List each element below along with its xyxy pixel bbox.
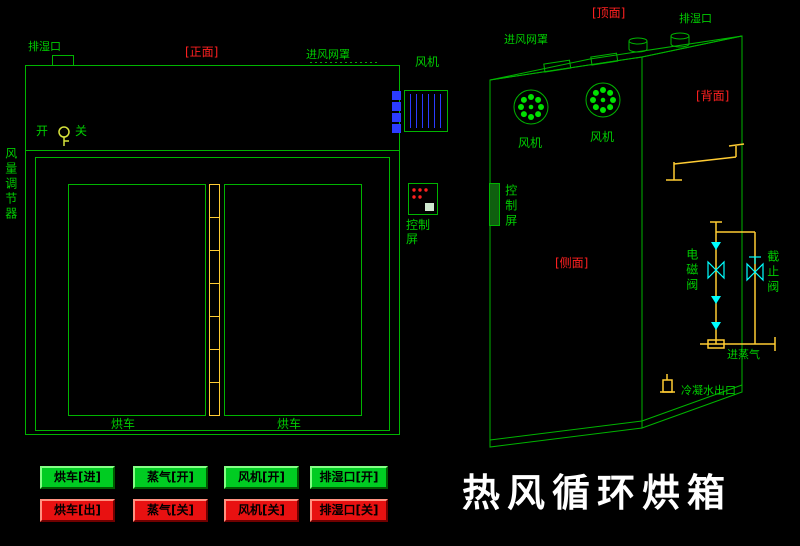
- steam-inlet-label: 进蒸气: [727, 348, 760, 361]
- persp-fan-left-label: 风机: [518, 136, 543, 150]
- fan-mount-blocks: [392, 91, 401, 133]
- top-face-label: [顶面]: [592, 6, 626, 20]
- persp-fan-right-label: 风机: [590, 130, 615, 144]
- stop-valve-icon: [746, 256, 764, 282]
- exhaust-vent-cylinders: [628, 32, 690, 53]
- button-fan-on[interactable]: 风机[开]: [224, 466, 299, 489]
- fan-left-icon: [513, 89, 549, 125]
- control-screen-unit[interactable]: [408, 183, 438, 215]
- flow-arrow-icons: [711, 242, 721, 330]
- fan-unit-icon: [392, 90, 448, 133]
- condensate-outlet-label: 冷凝水出口: [681, 384, 736, 397]
- front-mesh-label: 进风网罩: [306, 48, 350, 61]
- front-inner-frame: [35, 157, 390, 431]
- button-exhaust-close[interactable]: 排湿口[关]: [310, 499, 388, 522]
- exhaust-port: [52, 55, 74, 66]
- button-cart-out[interactable]: 烘车[出]: [40, 499, 115, 522]
- switch-on-label: 开: [36, 124, 49, 138]
- left-door[interactable]: [68, 184, 206, 416]
- button-fan-off[interactable]: 风机[关]: [224, 499, 299, 522]
- door-hinge: [209, 184, 220, 416]
- front-exhaust-label: 排湿口: [28, 40, 61, 53]
- fan-right-icon: [585, 82, 621, 118]
- indicator-leds: [412, 188, 428, 199]
- stop-valve-label: 截止阀: [765, 250, 780, 295]
- button-steam-off[interactable]: 蒸气[关]: [133, 499, 208, 522]
- button-cart-in[interactable]: 烘车[进]: [40, 466, 115, 489]
- power-switch-icon[interactable]: [58, 126, 70, 146]
- button-exhaust-open[interactable]: 排湿口[开]: [310, 466, 388, 489]
- perspective-box: [489, 35, 743, 448]
- persp-exhaust-label: 排湿口: [679, 12, 712, 25]
- main-title: 热风循环烘箱: [462, 470, 733, 515]
- front-outline: [25, 65, 400, 435]
- persp-control-screen-strip: [489, 183, 500, 226]
- button-steam-on[interactable]: 蒸气[开]: [133, 466, 208, 489]
- air-regulator-label: 风量调节器: [3, 147, 18, 222]
- solenoid-valve-label: 电磁阀: [684, 248, 699, 293]
- right-door[interactable]: [224, 184, 362, 416]
- solenoid-valve-icon: [707, 260, 725, 280]
- screen-display: [425, 203, 434, 211]
- front-screen-label: 控制屏: [406, 218, 431, 246]
- cart-left-label: 烘车: [111, 417, 136, 431]
- cart-right-label: 烘车: [277, 417, 302, 431]
- switch-off-label: 关: [75, 124, 88, 138]
- persp-screen-label: 控制屏: [503, 184, 518, 229]
- inlet-mesh-vents: [543, 52, 619, 73]
- back-face-label: [背面]: [696, 89, 730, 103]
- front-view-drawing: [25, 55, 400, 435]
- side-face-label: [侧面]: [555, 256, 589, 270]
- front-fan-label: 风机: [415, 55, 440, 69]
- persp-mesh-label: 进风网罩: [504, 33, 548, 46]
- front-face: [489, 56, 643, 448]
- side-face: [641, 35, 743, 429]
- front-face-label: [正面]: [185, 45, 219, 59]
